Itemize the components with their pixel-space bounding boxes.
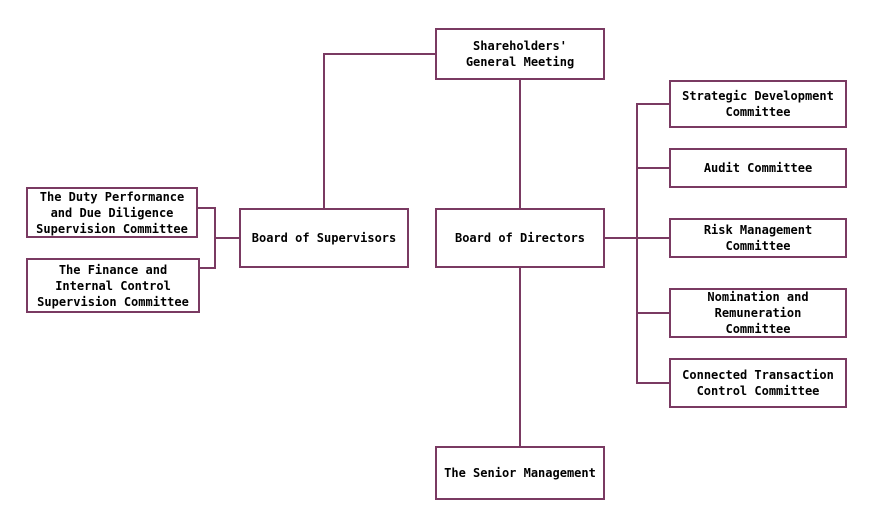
node-shareholders-general-meeting: Shareholders' General Meeting: [435, 28, 605, 80]
node-strategic-development-committee: Strategic Development Committee: [669, 80, 847, 128]
node-duty-performance-committee: The Duty Performance and Due Diligence S…: [26, 187, 198, 238]
node-finance-internal-control-committee: The Finance and Internal Control Supervi…: [26, 258, 200, 313]
connector-supervisors-shareholders: [323, 53, 435, 208]
node-senior-management: The Senior Management: [435, 446, 605, 500]
node-nomination-remuneration-committee: Nomination and Remuneration Committee: [669, 288, 847, 338]
node-board-of-supervisors: Board of Supervisors: [239, 208, 409, 268]
node-connected-transaction-committee: Connected Transaction Control Committee: [669, 358, 847, 408]
node-board-of-directors: Board of Directors: [435, 208, 605, 268]
node-audit-committee: Audit Committee: [669, 148, 847, 188]
connector-supervision-committees: [198, 207, 216, 269]
node-risk-management-committee: Risk Management Committee: [669, 218, 847, 258]
